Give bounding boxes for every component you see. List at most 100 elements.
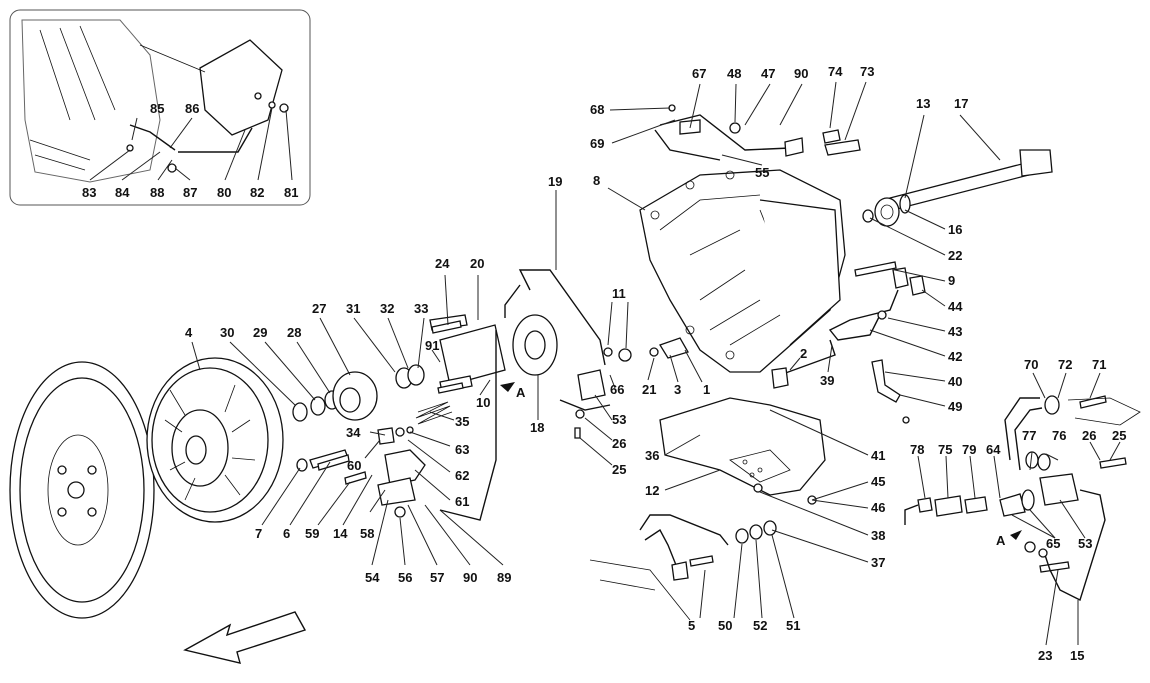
callout-41: 41 (871, 448, 885, 463)
callout-71: 71 (1092, 357, 1106, 372)
input-shaft (862, 149, 1053, 227)
callout-61: 61 (455, 494, 469, 509)
callout-90-bottom: 90 (463, 570, 477, 585)
clutch-assembly (146, 357, 284, 523)
callout-25-mid: 25 (612, 462, 626, 477)
callout-73: 73 (860, 64, 874, 79)
leader-lines (89, 81, 1121, 646)
callout-45: 45 (871, 474, 885, 489)
callout-12: 12 (645, 483, 659, 498)
callout-57: 57 (430, 570, 444, 585)
callout-76: 76 (1052, 428, 1066, 443)
clutch-housing (639, 169, 846, 373)
callout-88: 88 (150, 185, 164, 200)
callout-34: 34 (346, 425, 361, 440)
inset-detail-view (9, 9, 311, 206)
callout-68: 68 (590, 102, 604, 117)
callout-65: 65 (1046, 536, 1060, 551)
guard-plate (659, 397, 826, 496)
callout-77: 77 (1022, 428, 1036, 443)
callout-35: 35 (455, 414, 469, 429)
orientation-arrow-icon (183, 611, 307, 664)
callout-2: 2 (800, 346, 807, 361)
callout-53-right: 53 (1078, 536, 1092, 551)
wiring-harness-top (654, 104, 861, 161)
callout-18: 18 (530, 420, 544, 435)
callout-17: 17 (954, 96, 968, 111)
callout-46: 46 (871, 500, 885, 515)
callout-52: 52 (753, 618, 767, 633)
callout-13: 13 (916, 96, 930, 111)
callout-6: 6 (283, 526, 290, 541)
callout-63: 63 (455, 442, 469, 457)
callout-62: 62 (455, 468, 469, 483)
callout-9: 9 (948, 273, 955, 288)
callout-40: 40 (948, 374, 962, 389)
callout-3: 3 (674, 382, 681, 397)
part-labels: 85 86 83 84 88 87 80 82 81 4 30 29 28 27… (82, 64, 1126, 663)
callout-56: 56 (398, 570, 412, 585)
callout-38: 38 (871, 528, 885, 543)
callout-67: 67 (692, 66, 706, 81)
callout-37: 37 (871, 555, 885, 570)
callout-10: 10 (476, 395, 490, 410)
ref-a-left: A (516, 385, 526, 400)
callout-43: 43 (948, 324, 962, 339)
clutch-pipe-19 (518, 269, 606, 366)
callout-72: 72 (1058, 357, 1072, 372)
callout-36: 36 (645, 448, 659, 463)
callout-48: 48 (727, 66, 741, 81)
callout-23: 23 (1038, 648, 1052, 663)
clutch-shims (292, 364, 453, 472)
callout-47: 47 (761, 66, 775, 81)
sensors-right (771, 261, 926, 424)
callout-91: 91 (425, 338, 439, 353)
callout-27: 27 (312, 301, 326, 316)
bolts (317, 320, 1127, 573)
callout-55: 55 (755, 165, 769, 180)
callout-70: 70 (1024, 357, 1038, 372)
callout-22: 22 (948, 248, 962, 263)
callout-90-top: 90 (794, 66, 808, 81)
ref-a-right: A (996, 533, 1006, 548)
callout-24: 24 (435, 256, 450, 271)
callout-82: 82 (250, 185, 264, 200)
callout-14: 14 (333, 526, 348, 541)
callout-15: 15 (1070, 648, 1084, 663)
callout-30: 30 (220, 325, 234, 340)
callout-8: 8 (593, 173, 600, 188)
callout-89: 89 (497, 570, 511, 585)
callout-5: 5 (688, 618, 695, 633)
inset-bracket (199, 39, 283, 136)
callout-29: 29 (253, 325, 267, 340)
right-actuator-assembly (904, 395, 1141, 601)
callout-59: 59 (305, 526, 319, 541)
callout-83: 83 (82, 185, 96, 200)
callout-75: 75 (938, 442, 952, 457)
callout-64: 64 (986, 442, 1001, 457)
callout-16: 16 (948, 222, 962, 237)
callout-60: 60 (347, 458, 361, 473)
callout-86: 86 (185, 101, 199, 116)
callout-26-right: 26 (1082, 428, 1096, 443)
callout-42: 42 (948, 349, 962, 364)
bleed-valve (649, 337, 689, 359)
callout-80: 80 (217, 185, 231, 200)
callout-53-mid: 53 (612, 412, 626, 427)
callout-44: 44 (948, 299, 963, 314)
callout-87: 87 (183, 185, 197, 200)
callout-85: 85 (150, 101, 164, 116)
callout-20: 20 (470, 256, 484, 271)
ref-arrow-icon (1010, 530, 1022, 540)
lower-hose (589, 483, 817, 621)
callout-7: 7 (255, 526, 262, 541)
callout-51: 51 (786, 618, 800, 633)
callout-66: 66 (610, 382, 624, 397)
sensor-bracket (377, 426, 426, 518)
callout-26-mid: 26 (612, 436, 626, 451)
callout-84: 84 (115, 185, 130, 200)
callout-32: 32 (380, 301, 394, 316)
callout-28: 28 (287, 325, 301, 340)
callout-39: 39 (820, 373, 834, 388)
